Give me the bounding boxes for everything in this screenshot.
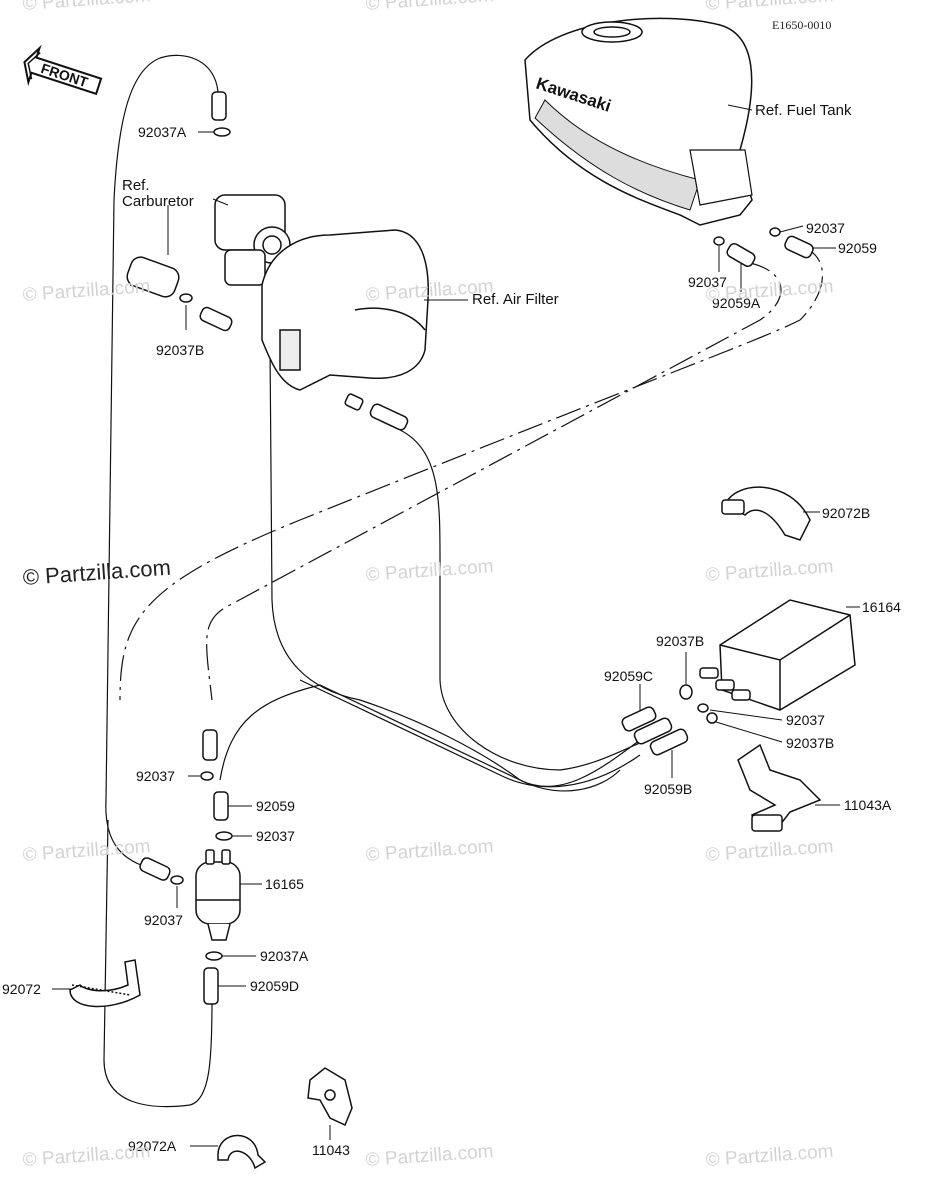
part-92037-filter-right: 92037 [256,828,295,844]
diagram-code: E1650-0010 [772,18,832,32]
hose-bottom-loop [103,819,213,1108]
hose-airfilter-stub [199,306,233,332]
hose-92059-tank [784,235,814,259]
clamp-92037A-bottom [205,951,223,961]
hose-tank-return [206,261,782,701]
part-11043: 11043 [312,1142,350,1158]
clamp-92037B-canister [706,712,718,724]
part-92059D: 92059D [250,978,300,994]
ref-fuel-tank-label: Ref. Fuel Tank [755,102,852,119]
hose-canister-lower [299,679,641,788]
ref-air-filter-label: Ref. Air Filter [472,291,559,308]
hose-92059A [726,243,756,267]
part-92037-filter-left-bottom: 92037 [144,912,183,928]
clamp-92037-left [170,875,184,885]
hose-airfilter-nipple [344,393,364,411]
part-92037B-carb: 92037B [156,342,205,358]
hose-92059B [649,728,689,756]
clamp-92037-tank-right [769,227,781,237]
part-92037-tank-left: 92037 [688,274,727,290]
fuel-filter [195,849,241,941]
part-92059-filter: 92059 [256,798,295,814]
hose-92059-upper [202,729,218,761]
hose-front-loop [105,54,219,869]
carburetor [126,194,291,298]
clamp-92037-tank-left [713,236,725,246]
part-16165: 16165 [265,876,304,892]
canister [699,599,856,711]
fuel-tank: Kawasaki [524,17,753,226]
part-92037A-top: 92037A [138,124,187,140]
front-arrow: FRONT [23,44,103,96]
part-92072: 92072 [2,981,41,997]
part-92059B: 92059B [644,781,693,797]
hose-92059-top-left [211,91,227,121]
bracket-11043A [737,743,822,832]
hose-92059C-a [621,706,657,732]
hose-92059-left [139,857,171,881]
part-92037-filter-left-top: 92037 [136,768,175,784]
part-92059-tank: 92059 [838,240,877,256]
clamp-92037B-carb [179,293,193,303]
hose-lines [103,54,823,1108]
hose-92059C-b [633,717,673,745]
clamp-92037-canister [697,703,709,713]
clamp-92072A [217,1134,267,1170]
air-filter-box [261,229,429,391]
hose-pieces [139,91,814,1005]
clamp-92037-mid [215,831,233,841]
part-92037B-canister-bottom: 92037B [786,735,835,751]
bracket-11043 [307,1067,353,1127]
clamp-92072B [721,486,811,541]
part-16164: 16164 [862,599,901,615]
part-92037B-canister-top: 92037B [656,633,705,649]
hose-canister-filter [219,684,621,792]
part-92037A-bottom: 92037A [260,948,309,964]
hose-92059D [203,967,219,1005]
ref-carburetor-label-line1: Ref. [122,177,150,194]
clamp-92037A-top [213,127,231,137]
ref-carburetor-label-line2: Carburetor [122,193,194,210]
leader-lines [52,104,860,1147]
hose-airfilter-canister-2 [399,429,661,771]
part-92059C: 92059C [604,668,654,684]
part-92037-canister: 92037 [786,712,825,728]
hose-tank-feed [119,245,823,701]
clamp-92037-upper [200,771,214,781]
clamp-92037B-canister-top [679,684,693,700]
front-label: FRONT [39,60,90,90]
part-11043A: 11043A [844,797,892,813]
hose-airfilter-canister [269,344,641,788]
part-92059A: 92059A [712,295,761,311]
clamp-92072 [69,959,141,1008]
part-92072A: 92072A [128,1138,177,1154]
part-92072B: 92072B [822,505,871,521]
hose-airfilter-lower [369,403,409,431]
hose-92059-mid [213,791,229,821]
part-92037-tank-right: 92037 [806,220,845,236]
